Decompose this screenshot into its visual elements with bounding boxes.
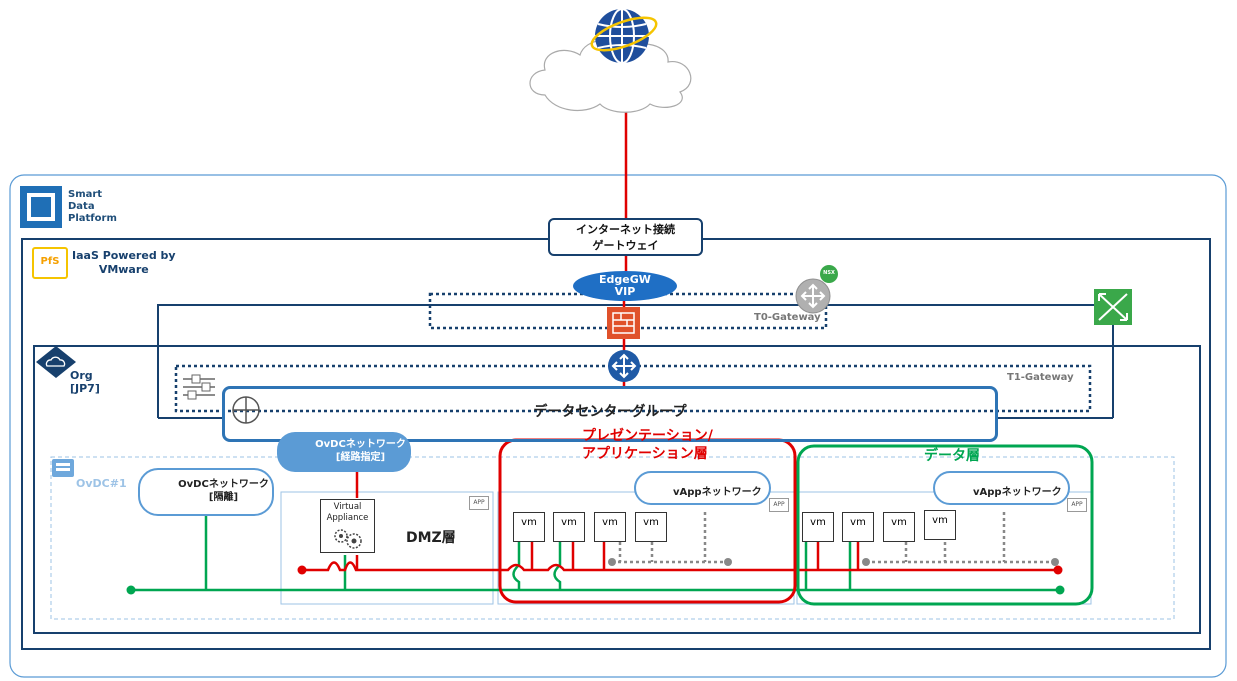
dmz-label: DMZ層: [406, 530, 456, 546]
pres-vm-3: vm: [594, 512, 626, 542]
appliance-gear-icon: [334, 529, 362, 549]
ovdc-net-routed-text: OvDCネットワーク [経路指定]: [313, 438, 408, 464]
org-label: Org [JP7]: [70, 369, 100, 395]
platform-name-line3: Platform: [68, 213, 117, 224]
t1-router-icon: [608, 350, 640, 382]
t1-sliders-icon: [183, 374, 215, 400]
pres-vm-2: vm: [553, 512, 585, 542]
pres-dot-end: [724, 558, 732, 566]
data-tier-label: データ層: [924, 448, 980, 464]
pres-app-tag: APP: [769, 498, 789, 512]
ovdc-net-routed-line1: OvDCネットワーク: [315, 439, 406, 450]
pres-inner-box: [497, 491, 795, 605]
pres-tier-line2: アプリケーション層: [582, 446, 708, 462]
org-label-line1: Org: [70, 369, 93, 382]
pres-dot-start: [608, 558, 616, 566]
platform-frame: [9, 174, 1227, 678]
pres-vapp-net-label: vAppネットワーク: [673, 487, 762, 498]
data-vapp-dotted: [866, 512, 1055, 564]
t1-gateway-label: T1-Gateway: [1007, 372, 1074, 383]
edge-vip-line1: EdgeGW: [599, 273, 651, 286]
green-dot-left: [126, 585, 136, 595]
data-tier-box: [796, 444, 1094, 606]
virtual-appliance-line1: Virtual: [333, 502, 362, 512]
edge-vip-line2: VIP: [614, 285, 636, 298]
distributed-switch-icon: [1094, 289, 1132, 325]
dmz-box: [280, 491, 494, 605]
dc-group-icon: [232, 396, 260, 424]
pres-vm-1: vm: [513, 512, 545, 542]
data-app-tag: APP: [1067, 498, 1087, 512]
ovdc-net-isolated: [138, 468, 274, 516]
red-dot-right: [1053, 565, 1063, 575]
platform-name: Smart Data Platform: [68, 189, 117, 225]
data-vm-3: vm: [883, 512, 915, 542]
pfs-badge: PfS: [40, 256, 60, 267]
internet-gateway-line2: ゲートウェイ: [592, 239, 659, 252]
pres-vm-4: vm: [635, 512, 667, 542]
edge-vip: EdgeGW VIP: [573, 271, 677, 301]
iaas-label-line1: IaaS Powered by: [72, 249, 176, 262]
org-frame: [33, 345, 1201, 634]
virtual-appliance-line2: Appliance: [326, 513, 369, 523]
platform-name-line2: Data: [68, 201, 95, 212]
ovdc-net-routed: [277, 432, 411, 472]
internet-gateway-box: インターネット接続 ゲートウェイ: [548, 218, 703, 256]
nsx-badge: NSX: [823, 270, 835, 276]
data-vm-1: vm: [802, 512, 834, 542]
firewall-icon: [607, 307, 640, 339]
ovdc-frame: [50, 456, 1175, 620]
data-vm-2: vm: [842, 512, 874, 542]
internet-gateway-line1: インターネット接続: [576, 223, 675, 236]
ovdc-net-isolated-text: OvDCネットワーク [隔離]: [176, 478, 271, 504]
data-vm-4: vm: [924, 510, 956, 540]
pres-tier-label: プレゼンテーション/ アプリケーション層: [582, 427, 713, 463]
dc-group-label: データセンターグループ: [533, 404, 687, 420]
iaas-label: IaaS Powered by VMware: [72, 249, 176, 277]
red-network: [302, 542, 1058, 572]
org-label-line2: [JP7]: [70, 382, 100, 395]
virtual-appliance: Virtual Appliance: [320, 499, 375, 553]
data-vapp-net-label: vAppネットワーク: [973, 487, 1062, 498]
ovdc-label: OvDC#1: [76, 477, 127, 490]
platform-name-line1: Smart: [68, 189, 103, 200]
dmz-app-tag: APP: [469, 496, 489, 510]
t0-router-icon: [795, 265, 838, 314]
pres-vapp-net: [634, 471, 771, 505]
org-icon: [36, 346, 76, 378]
cloud-icon: [529, 39, 692, 113]
sdp-logo-icon: [20, 186, 62, 228]
t0-gateway-label: T0-Gateway: [754, 312, 821, 323]
green-dot-right: [1055, 585, 1065, 595]
data-vapp-net: [933, 471, 1070, 505]
pres-tier-line1: プレゼンテーション/: [582, 428, 713, 444]
pfs-badge-bg: [32, 247, 68, 279]
ovdc-net-routed-line2: [経路指定]: [335, 452, 386, 463]
globe-icon: [590, 8, 658, 64]
data-dot-start: [862, 558, 870, 566]
ovdc-net-isolated-line1: OvDCネットワーク: [178, 479, 269, 490]
ovdc-net-isolated-line2: [隔離]: [208, 492, 239, 503]
pres-vapp-dotted: [612, 512, 728, 564]
data-dot-end: [1051, 558, 1059, 566]
red-dot-left: [297, 565, 307, 575]
gateway-area-frame: [157, 304, 1114, 418]
iaas-label-line2: VMware: [98, 263, 149, 276]
dc-group-box: [222, 386, 998, 442]
ovdc-icon: [52, 459, 74, 477]
